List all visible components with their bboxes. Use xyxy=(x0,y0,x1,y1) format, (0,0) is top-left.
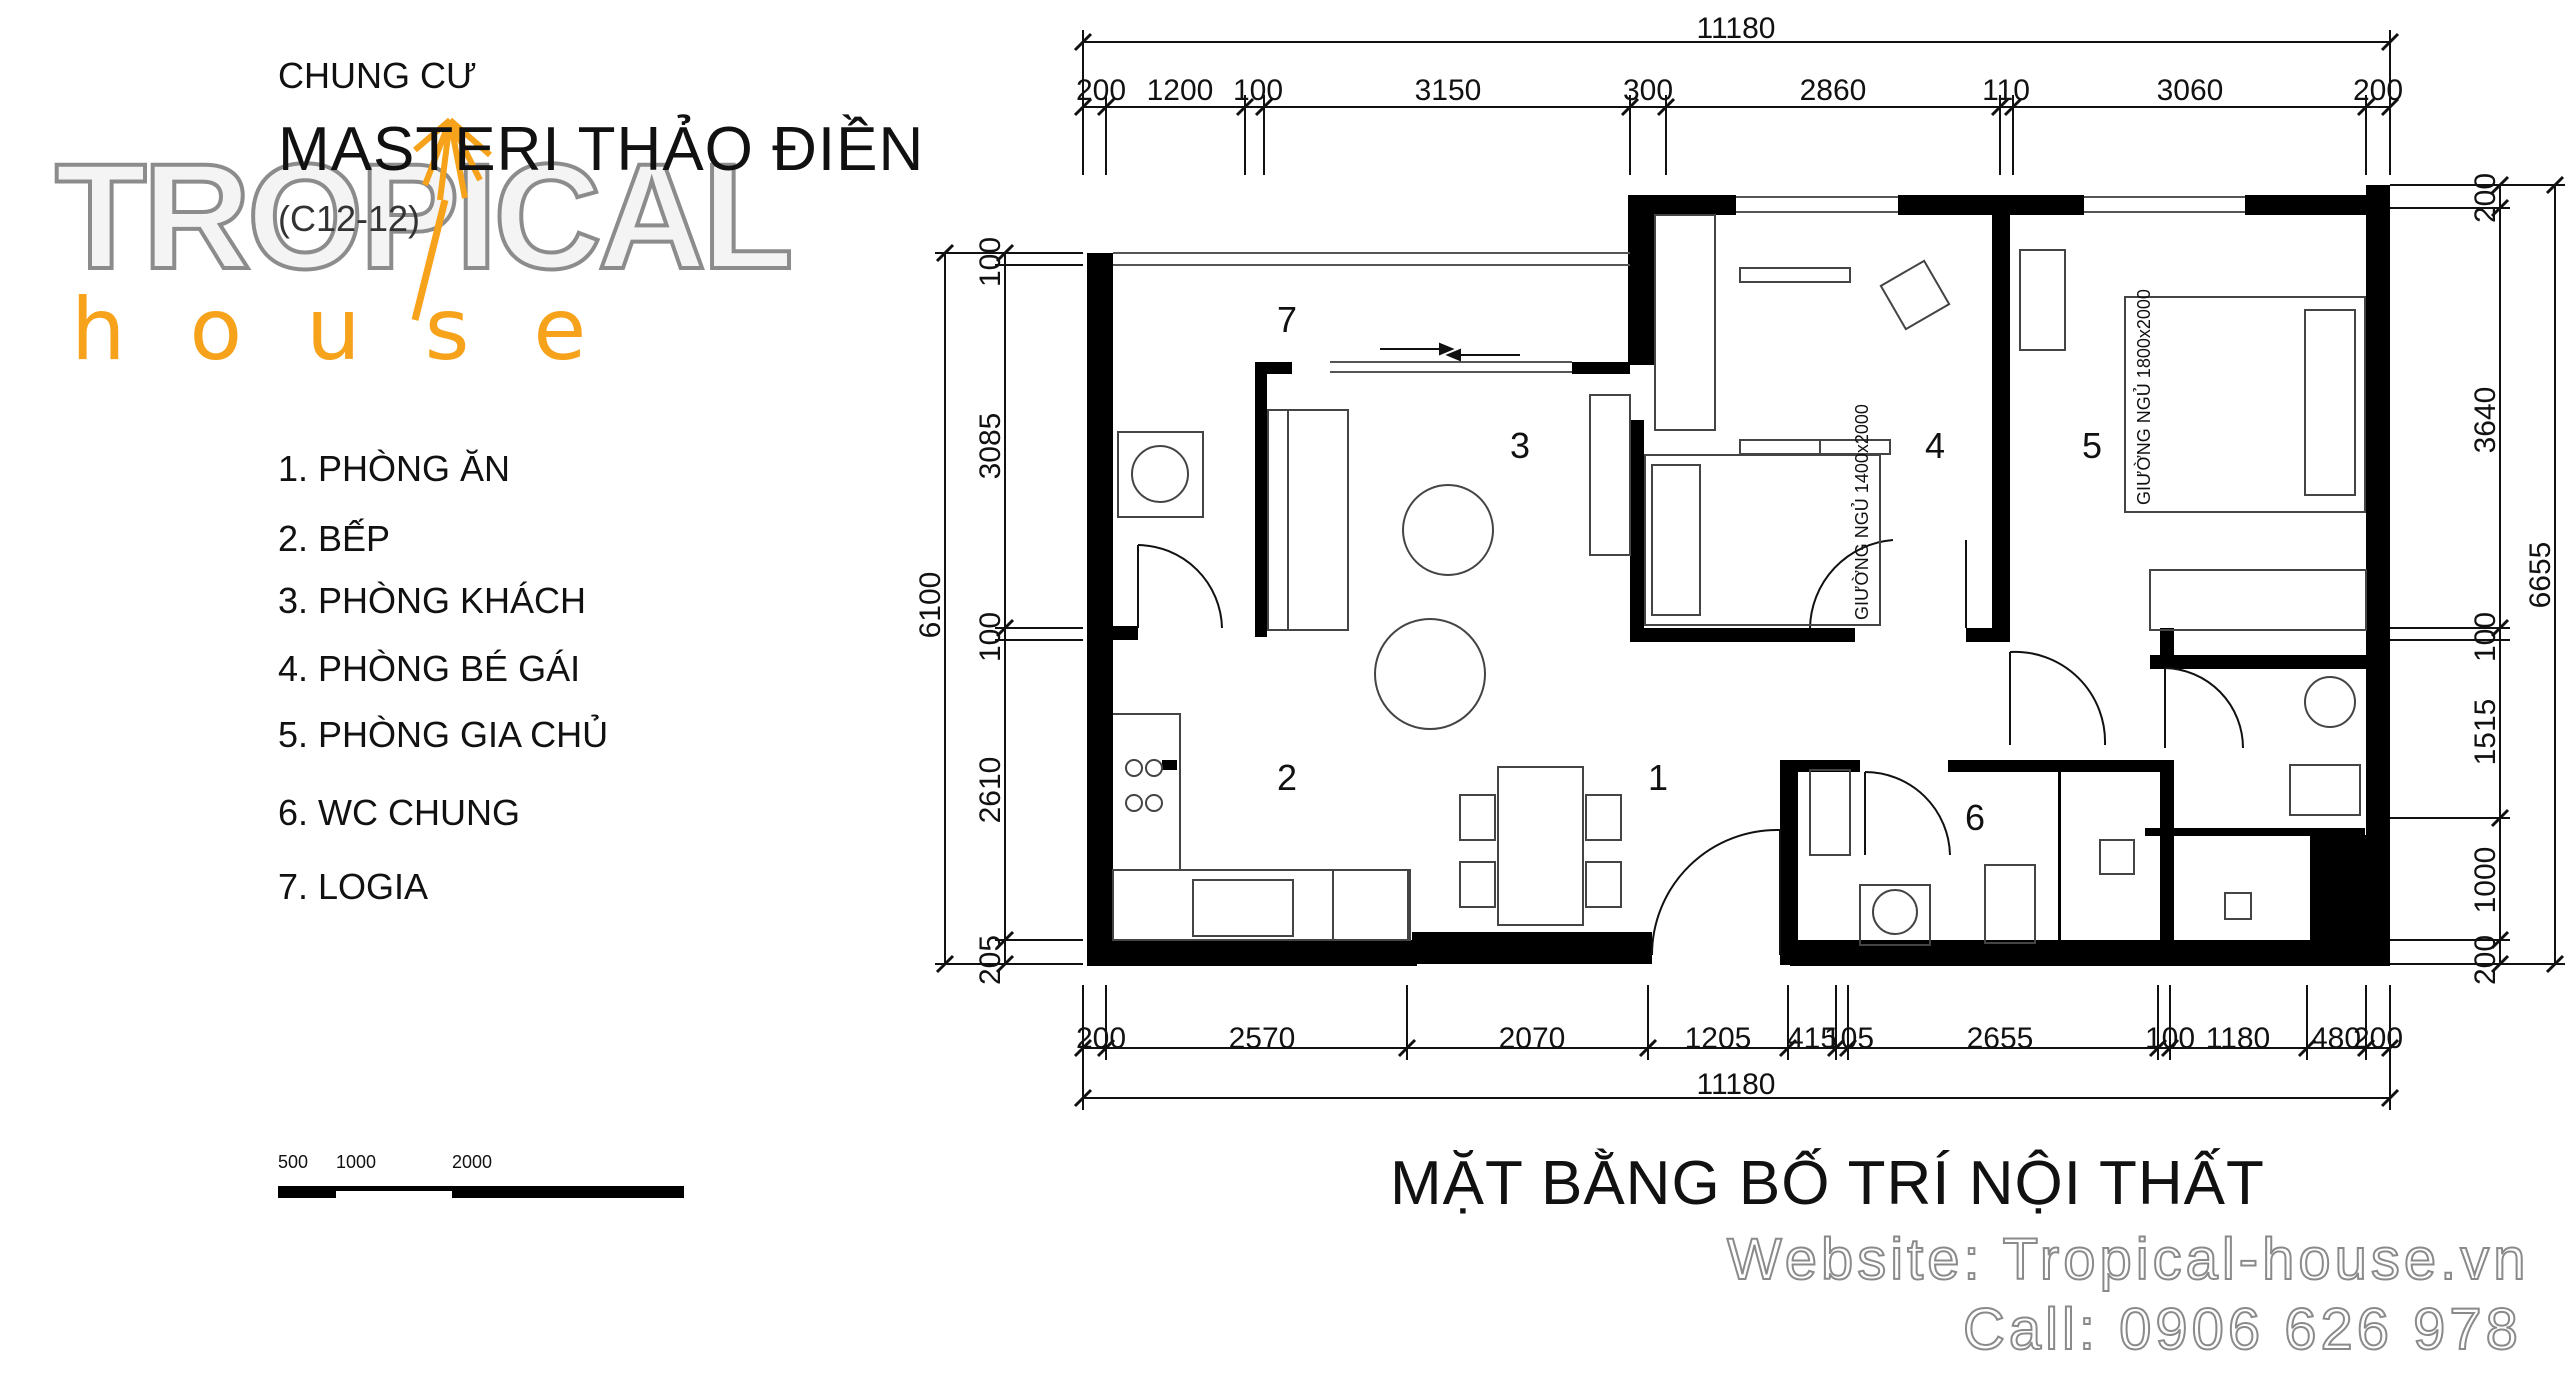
bed-label-1: GIƯỜNG NGỦ 1400x2000 xyxy=(1851,404,1872,620)
room-number-5: 5 xyxy=(2082,425,2102,466)
room-number-2: 2 xyxy=(1277,757,1297,798)
website-text: Website: Tropical-house.vn xyxy=(1726,1226,2530,1293)
dim-bottom-11: 200 xyxy=(2353,1022,2403,1055)
dim-top-7: 110 xyxy=(1982,74,2030,107)
dim-left-2: 3085 xyxy=(974,413,1007,480)
dim-top-4: 3150 xyxy=(1415,74,1482,107)
scale-label-500: 500 xyxy=(278,1152,308,1172)
dim-right-1: 200 xyxy=(2469,173,2502,223)
phone-text: Call: 0906 626 978 xyxy=(1962,1296,2522,1363)
legend-item-dining: 1. PHÒNG ĂN xyxy=(278,448,511,489)
legend-item-girl-room: 4. PHÒNG BÉ GÁI xyxy=(278,648,581,689)
dim-right-6: 200 xyxy=(2469,935,2502,985)
legend-item-wc: 6. WC CHUNG xyxy=(278,792,520,833)
legend-item-kitchen: 2. BẾP xyxy=(278,518,391,559)
legend-item-logia: 7. LOGIA xyxy=(278,866,429,907)
plan-title: MẶT BẰNG BỐ TRÍ NỘI THẤT xyxy=(1390,1149,2265,1218)
dim-bottom-3: 2070 xyxy=(1499,1022,1566,1055)
dim-right-2: 3640 xyxy=(2469,387,2502,454)
project-name: MASTERI THẢO ĐIỀN xyxy=(278,115,925,184)
scale-bar: 500 1000 2000 xyxy=(278,1152,684,1198)
walls xyxy=(1087,185,2390,966)
dim-bottom-1: 200 xyxy=(1076,1022,1126,1055)
room-number-4: 4 xyxy=(1925,425,1945,466)
dim-left-5: 205 xyxy=(974,935,1007,985)
bed-label-2: GIƯỜNG NGỦ 1800x2000 xyxy=(2133,289,2154,505)
dim-bottom-6: 105 xyxy=(1824,1022,1874,1055)
dim-left-3: 100 xyxy=(974,612,1007,662)
dim-top-1: 200 xyxy=(1076,74,1126,107)
scale-label-2000: 2000 xyxy=(452,1152,492,1172)
legend-item-living: 3. PHÒNG KHÁCH xyxy=(278,580,587,621)
room-number-3: 3 xyxy=(1510,425,1530,466)
dim-top-total: 11180 xyxy=(1697,12,1776,45)
dim-top-5: 300 xyxy=(1623,74,1673,107)
dim-top-9: 200 xyxy=(2353,74,2403,107)
door-swings xyxy=(1137,539,2244,956)
room-number-7: 7 xyxy=(1277,299,1297,340)
tropical-house-logo: TROPICAL house xyxy=(53,117,796,380)
dim-bottom-8: 100 xyxy=(2145,1022,2195,1055)
dim-top-6: 2860 xyxy=(1800,74,1867,107)
dim-right-3: 100 xyxy=(2469,612,2502,662)
thin-outlines xyxy=(1113,196,2245,373)
dim-bottom-5: 415 xyxy=(1787,1022,1837,1055)
dim-right-5: 1000 xyxy=(2469,847,2502,914)
dim-bottom-total: 11180 xyxy=(1697,1068,1776,1101)
dim-left-total: 6100 xyxy=(914,572,947,639)
logo-subword: house xyxy=(71,280,651,380)
dim-bottom-9: 1180 xyxy=(2206,1022,2271,1055)
palm-leaf-icon xyxy=(411,117,492,321)
dim-bottom-2: 2570 xyxy=(1229,1022,1296,1055)
dim-top-8: 3060 xyxy=(2157,74,2224,107)
dim-top-2: 1200 xyxy=(1147,74,1214,107)
dim-left-1: 100 xyxy=(974,237,1007,287)
room-number-1: 1 xyxy=(1648,757,1668,798)
apartment-code: (C12-12) xyxy=(278,198,421,239)
dimension-lines xyxy=(935,30,2565,1110)
legend-item-master-room: 5. PHÒNG GIA CHỦ xyxy=(278,714,609,755)
dim-right-4: 1515 xyxy=(2469,699,2502,766)
sliding-door-arrows xyxy=(1380,342,1520,362)
dim-bottom-10: 480 xyxy=(2311,1022,2361,1055)
scale-label-1000: 1000 xyxy=(336,1152,376,1172)
room-number-6: 6 xyxy=(1965,797,1985,838)
furniture xyxy=(1112,214,2367,946)
dim-right-total: 6655 xyxy=(2524,542,2557,609)
dim-bottom-7: 2655 xyxy=(1967,1022,2034,1055)
dim-bottom-4: 1205 xyxy=(1685,1022,1752,1055)
dim-left-4: 2610 xyxy=(974,757,1007,824)
dim-top-3: 100 xyxy=(1233,74,1283,107)
project-subtitle: CHUNG CƯ xyxy=(278,55,477,96)
